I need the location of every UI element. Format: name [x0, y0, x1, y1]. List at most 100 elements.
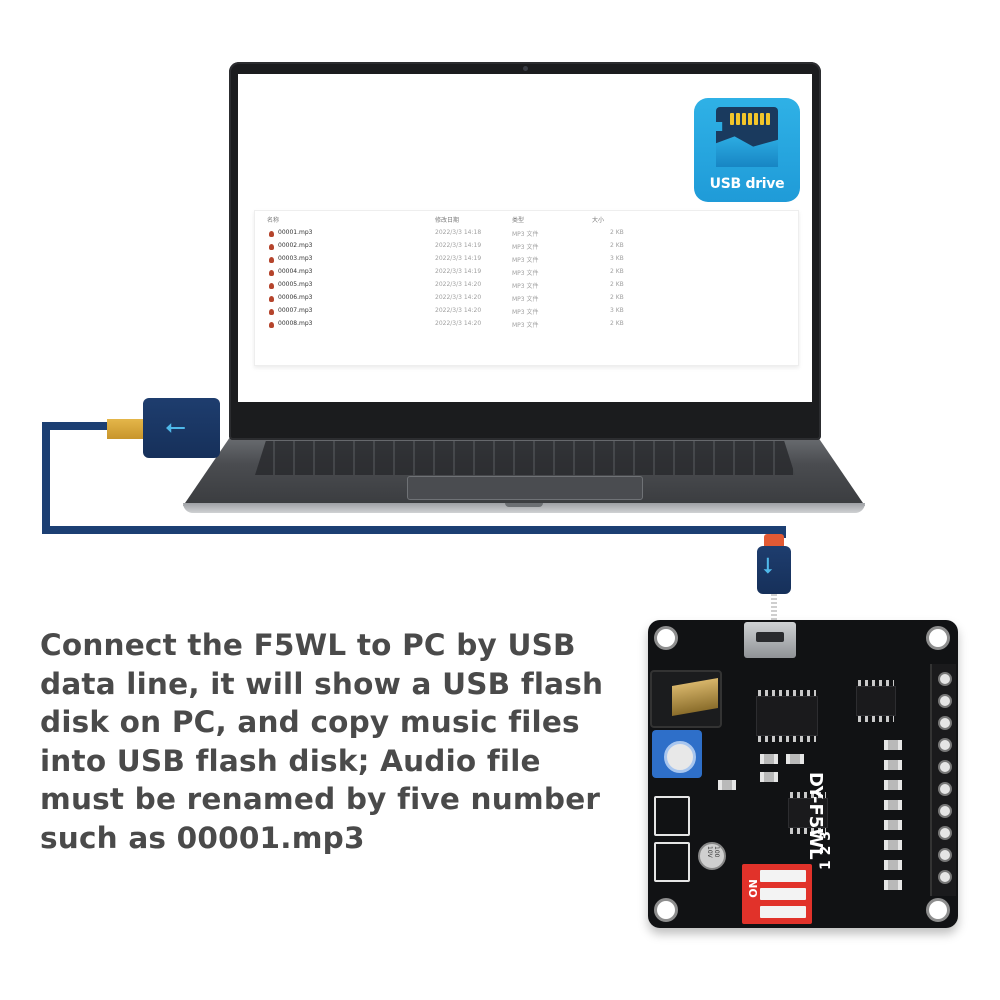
caption-line: disk on PC, and copy music files	[40, 705, 580, 739]
chip-pins	[758, 690, 816, 696]
file-size: 3 KB	[610, 307, 624, 314]
smd-component	[884, 820, 902, 830]
column-header-name[interactable]: 名称	[267, 217, 280, 224]
dip-numbers: 1 2 3	[818, 831, 834, 870]
smd-component	[718, 780, 736, 790]
usb-cable-segment	[778, 526, 786, 538]
mp3-file-icon	[269, 244, 274, 250]
speaker-connector	[654, 796, 690, 836]
file-row[interactable]: 00004.mp3 2022/3/3 14:19 MP3 文件 2 KB	[255, 268, 798, 280]
file-size: 2 KB	[610, 229, 624, 236]
laptop-screen: USB drive 名称 修改日期 类型 大小 00001.mp3 2022/3…	[238, 74, 812, 402]
instruction-caption: Connect the F5WL to PC by USB data line,…	[40, 626, 625, 857]
mp3-file-icon	[269, 231, 274, 237]
sd-card-wave	[716, 136, 778, 167]
webcam	[523, 66, 528, 71]
dip-toggle-1[interactable]	[760, 870, 806, 882]
usb-icon: ⭠	[165, 412, 186, 442]
dip-toggle-3[interactable]	[760, 906, 806, 918]
dip-on-label: ON	[746, 879, 760, 898]
audio-jack[interactable]	[650, 670, 722, 728]
file-size: 2 KB	[610, 242, 624, 249]
usb-plug-right: ⭣	[757, 546, 791, 594]
connection-spring	[771, 594, 777, 620]
file-row[interactable]: 00007.mp3 2022/3/3 14:20 MP3 文件 3 KB	[255, 307, 798, 319]
column-header-date[interactable]: 修改日期	[435, 217, 460, 224]
mount-hole	[926, 626, 950, 650]
file-date: 2022/3/3 14:20	[435, 281, 482, 288]
dip-toggle-2[interactable]	[760, 888, 806, 900]
header-pin	[938, 738, 952, 752]
file-row[interactable]: 00003.mp3 2022/3/3 14:19 MP3 文件 3 KB	[255, 255, 798, 267]
column-header-type[interactable]: 类型	[512, 217, 525, 224]
usb-drive-icon[interactable]: USB drive	[694, 98, 800, 202]
usb-icon: ⭣	[763, 554, 774, 579]
mount-hole	[654, 898, 678, 922]
usb-cable-segment	[42, 422, 108, 430]
header-pin	[938, 848, 952, 862]
smd-component	[884, 800, 902, 810]
usb-cable-segment	[42, 422, 50, 534]
usb-a-connector	[107, 419, 145, 439]
micro-usb-port[interactable]	[744, 622, 796, 658]
file-list-header: 名称 修改日期 类型 大小	[255, 215, 798, 227]
file-row[interactable]: 00002.mp3 2022/3/3 14:19 MP3 文件 2 KB	[255, 242, 798, 254]
caption-line: into USB flash disk; Audio file	[40, 743, 541, 778]
header-pin	[938, 716, 952, 730]
usb-cable-segment	[42, 526, 786, 534]
capacitor-label: 100 10V	[706, 846, 720, 858]
mp3-file-icon	[269, 283, 274, 289]
sd-card-icon	[716, 107, 778, 167]
laptop-keyboard	[255, 441, 795, 475]
laptop-base-lip	[183, 503, 865, 513]
header-pin	[938, 694, 952, 708]
smd-component	[884, 780, 902, 790]
smd-component	[760, 772, 778, 782]
file-row[interactable]: 00001.mp3 2022/3/3 14:18 MP3 文件 2 KB	[255, 229, 798, 241]
file-size: 3 KB	[610, 255, 624, 262]
pin-header[interactable]	[930, 664, 956, 896]
header-pin	[938, 672, 952, 686]
micro-usb-tip	[764, 534, 784, 548]
file-list: 名称 修改日期 类型 大小 00001.mp3 2022/3/3 14:18 M…	[254, 210, 799, 366]
volume-potentiometer[interactable]	[652, 730, 702, 778]
file-date: 2022/3/3 14:19	[435, 242, 482, 249]
caption-line: must be renamed by five number	[40, 782, 601, 816]
file-type: MP3 文件	[512, 231, 539, 238]
file-date: 2022/3/3 14:20	[435, 307, 482, 314]
file-name: 00006.mp3	[278, 294, 313, 301]
mp3-file-icon	[269, 296, 274, 302]
file-size: 2 KB	[610, 320, 624, 327]
file-date: 2022/3/3 14:18	[435, 229, 482, 236]
dip-switch[interactable]: ON	[742, 864, 812, 924]
file-type: MP3 文件	[512, 309, 539, 316]
file-size: 2 KB	[610, 281, 624, 288]
file-type: MP3 文件	[512, 270, 539, 277]
sd-card-contacts	[730, 113, 770, 125]
file-type: MP3 文件	[512, 283, 539, 290]
mp3-file-icon	[269, 309, 274, 315]
mp3-file-icon	[269, 270, 274, 276]
header-pin	[938, 782, 952, 796]
file-row[interactable]: 00008.mp3 2022/3/3 14:20 MP3 文件 2 KB	[255, 320, 798, 332]
mount-hole	[654, 626, 678, 650]
file-name: 00007.mp3	[278, 307, 313, 314]
power-connector	[654, 842, 690, 882]
smd-component	[760, 754, 778, 764]
file-row[interactable]: 00005.mp3 2022/3/3 14:20 MP3 文件 2 KB	[255, 281, 798, 293]
column-header-size[interactable]: 大小	[592, 217, 605, 224]
header-pin	[938, 870, 952, 884]
file-name: 00008.mp3	[278, 320, 313, 327]
dy-f5wl-board: 100 10V DY-F5WL ON 1 2 3	[648, 620, 958, 928]
caption-line: Connect the F5WL to PC by USB	[40, 628, 576, 662]
smd-component	[786, 754, 804, 764]
usb-drive-label: USB drive	[709, 176, 785, 192]
amplifier-chip	[856, 686, 896, 716]
smd-component	[884, 860, 902, 870]
mount-hole	[926, 898, 950, 922]
file-date: 2022/3/3 14:20	[435, 320, 482, 327]
file-name: 00003.mp3	[278, 255, 313, 262]
capacitor: 100 10V	[698, 842, 726, 870]
main-chip	[756, 696, 818, 736]
file-row[interactable]: 00006.mp3 2022/3/3 14:20 MP3 文件 2 KB	[255, 294, 798, 306]
